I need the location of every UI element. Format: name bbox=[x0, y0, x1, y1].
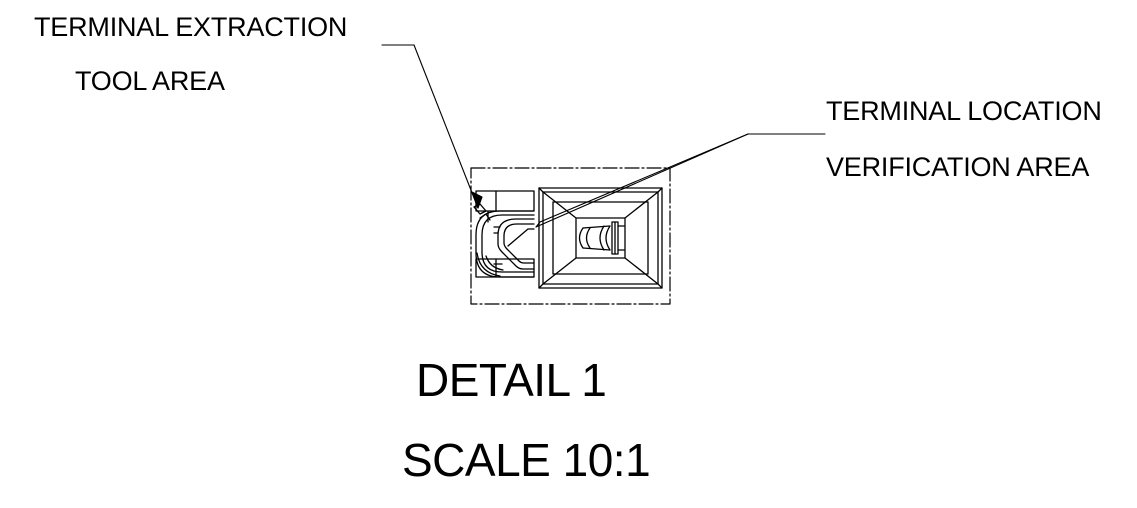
callout-extraction-line2: TOOL AREA bbox=[75, 66, 225, 96]
detail-boundary bbox=[470, 167, 671, 305]
extraction-feature bbox=[473, 190, 535, 278]
callout-location-line2: VERIFICATION AREA bbox=[826, 152, 1090, 182]
callout-location-line1: TERMINAL LOCATION bbox=[826, 96, 1102, 126]
leader-lines bbox=[381, 44, 826, 228]
callout-extraction-line1: TERMINAL EXTRACTION bbox=[34, 12, 348, 42]
detail-scale: SCALE 10:1 bbox=[402, 434, 651, 486]
verification-cavity bbox=[538, 187, 663, 289]
detail-title: DETAIL 1 bbox=[416, 354, 607, 406]
